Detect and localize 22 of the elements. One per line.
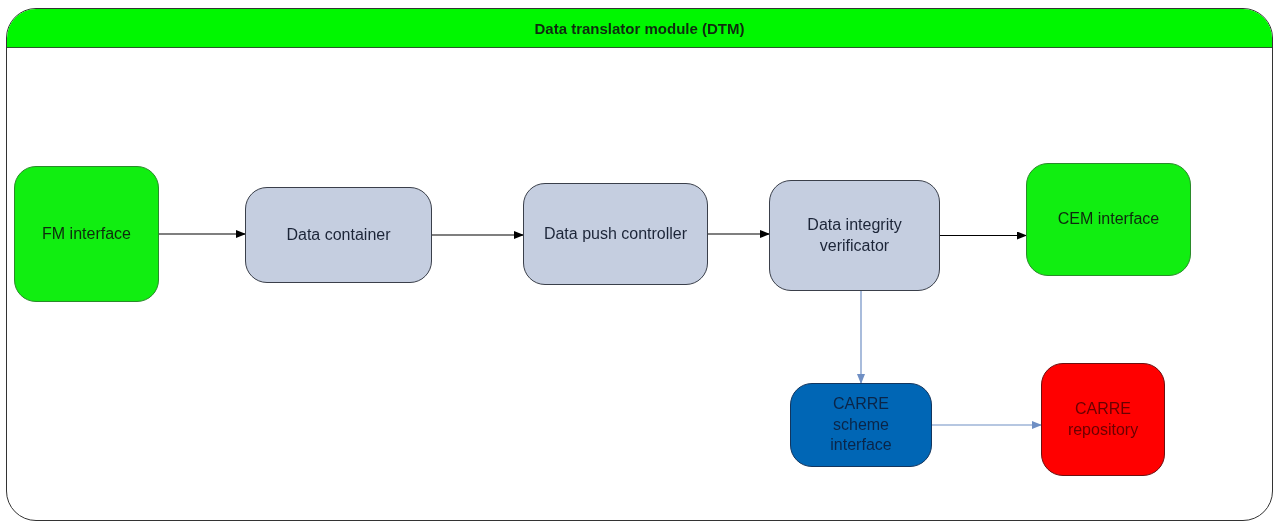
box-label: FM interface	[42, 223, 131, 244]
arrow	[158, 230, 246, 238]
process-box	[790, 383, 932, 467]
box-label: Data push controller	[543, 223, 688, 244]
box-label: Data integrity verificator	[806, 214, 903, 256]
process-box	[1041, 363, 1165, 476]
arrow	[939, 231, 1027, 240]
process-box	[245, 187, 432, 283]
module-title: Data translator module (DTM)	[534, 19, 745, 37]
box-label: CARRE scheme interface	[829, 393, 893, 456]
box-label: Data container	[286, 224, 391, 245]
box-label: CEM interface	[1057, 209, 1160, 230]
arrow	[857, 290, 865, 384]
process-box	[1026, 163, 1191, 276]
process-box	[769, 180, 940, 291]
process-box	[14, 166, 159, 302]
module-frame	[6, 8, 1273, 521]
arrow	[707, 230, 770, 238]
arrow	[931, 421, 1042, 429]
process-box	[523, 183, 708, 285]
arrow	[431, 231, 524, 239]
box-label: CARRE repository	[1066, 398, 1140, 440]
